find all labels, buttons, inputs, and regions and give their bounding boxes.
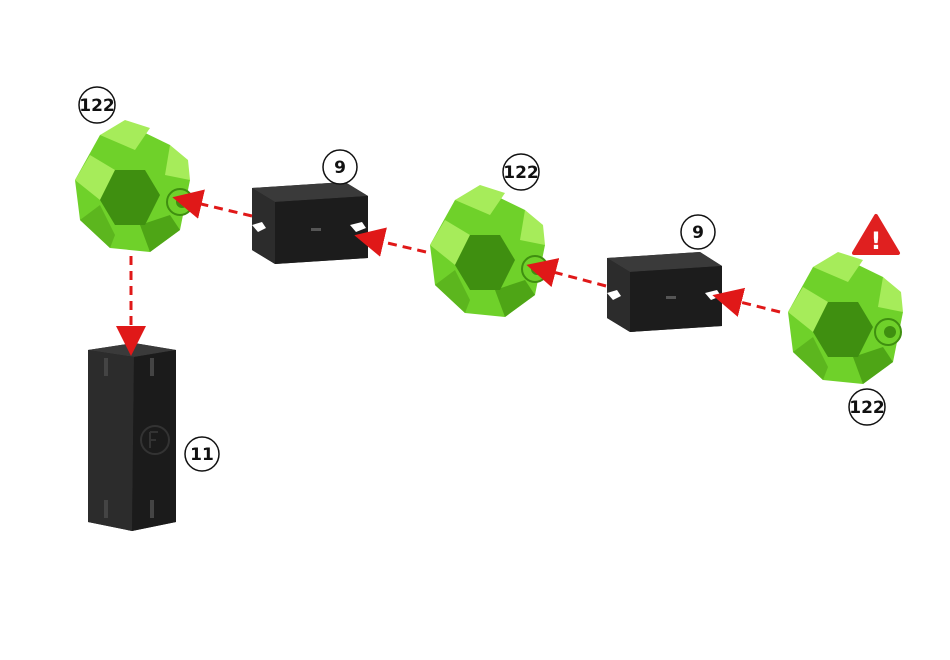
hub-center-part-122	[430, 185, 548, 317]
arrow-hub-center-to-block-left	[366, 238, 426, 252]
block-left-part-9	[252, 182, 368, 264]
block-right-part-9	[607, 252, 722, 332]
arrow-block-left-to-hub-left	[184, 200, 252, 216]
arrow-hub-right-to-block-right	[724, 298, 780, 312]
hub-left-part-122	[75, 120, 193, 252]
part-label-122-right: 122	[849, 389, 885, 425]
part-label-122-center: 122	[503, 154, 539, 190]
part-label-11: 11	[185, 437, 219, 471]
part-label-122-left: 122	[79, 87, 115, 123]
svg-text:9: 9	[334, 158, 346, 178]
pillar-part-11	[88, 343, 176, 531]
svg-text:11: 11	[190, 445, 214, 465]
part-label-9-left: 9	[323, 150, 357, 184]
warning-triangle-icon: !	[854, 216, 898, 255]
svg-text:122: 122	[503, 163, 539, 183]
svg-text:122: 122	[79, 96, 115, 116]
svg-text:9: 9	[692, 223, 704, 243]
hub-right-part-122	[788, 252, 903, 384]
part-label-9-right: 9	[681, 215, 715, 249]
svg-text:122: 122	[849, 398, 885, 418]
svg-text:!: !	[871, 227, 882, 255]
